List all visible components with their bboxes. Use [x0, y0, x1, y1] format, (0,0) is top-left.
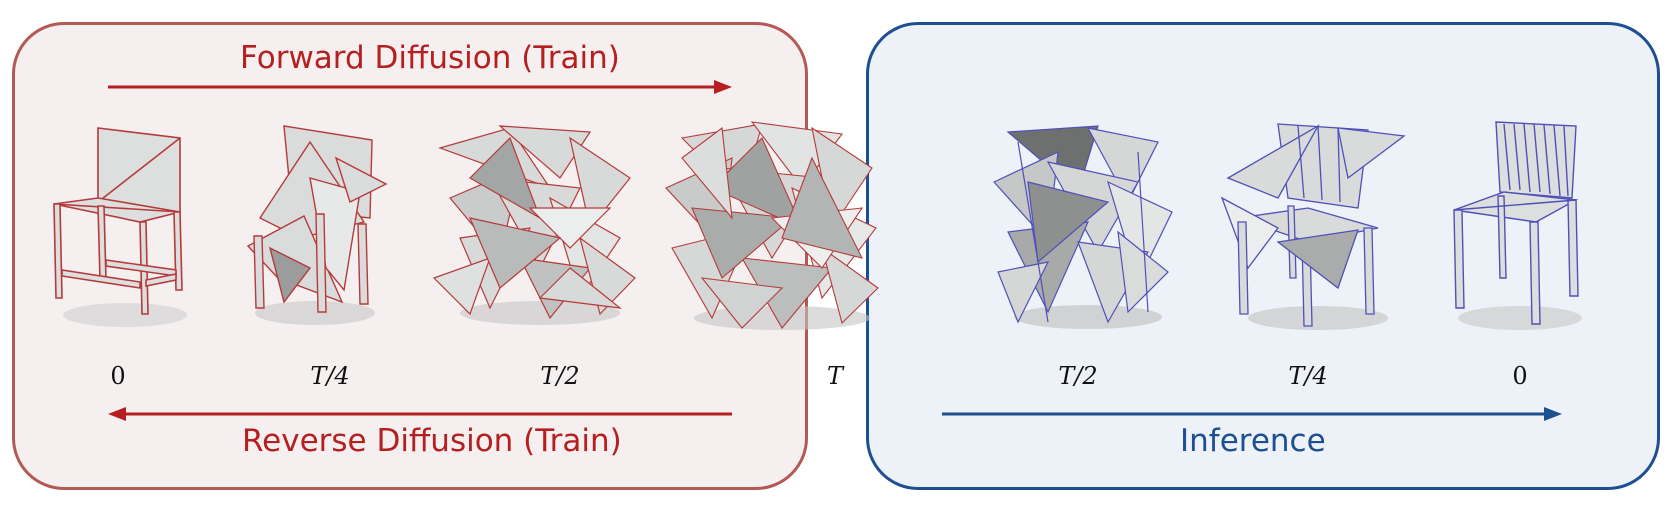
train-step-label-t4: T/4 — [310, 362, 350, 390]
chair-mesh-step-0-train — [53, 127, 187, 327]
train-step-label-0: 0 — [110, 362, 126, 390]
inference-panel — [866, 22, 1660, 490]
center-step-label-t: T — [826, 362, 844, 390]
noisy-mesh-step-t4-inference — [1220, 123, 1406, 330]
noisy-mesh-step-t2-train — [432, 125, 636, 325]
inference-title: Inference — [1180, 423, 1326, 459]
train-step-label-t2: T/2 — [540, 362, 580, 390]
inference-step-label-t4: T/4 — [1288, 362, 1328, 390]
forward-diffusion-title: Forward Diffusion (Train) — [240, 40, 620, 76]
noisy-mesh-step-t2-inference — [993, 125, 1173, 329]
inference-step-label-t2: T/2 — [1058, 362, 1098, 390]
chair-mesh-step-0-inference — [1453, 121, 1582, 330]
inference-arrow — [942, 407, 1562, 421]
inference-step-label-0: 0 — [1512, 362, 1528, 390]
reverse-arrow — [108, 407, 732, 421]
noisy-mesh-step-t4-train — [246, 125, 388, 325]
noise-mesh-step-t — [665, 121, 879, 330]
forward-arrow — [108, 80, 732, 94]
reverse-diffusion-title: Reverse Diffusion (Train) — [242, 423, 622, 459]
